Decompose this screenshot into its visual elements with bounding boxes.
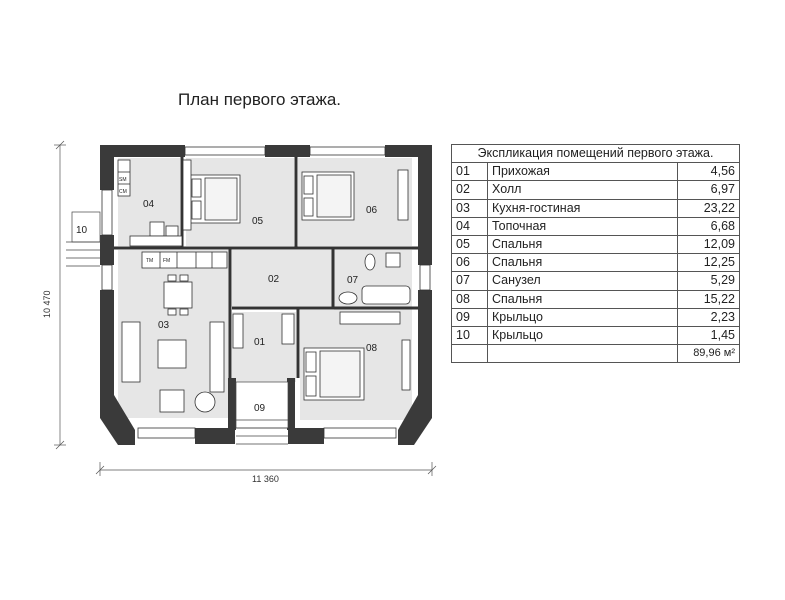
room-label-03: 03 (158, 320, 170, 331)
room-number: 01 (451, 162, 488, 182)
room-number: 08 (451, 289, 488, 309)
room-name: Кухня-гостиная (487, 198, 678, 218)
room-label-07: 07 (347, 275, 359, 286)
room-number: 02 (451, 180, 488, 200)
room-area: 6,97 (677, 180, 740, 200)
room-label-10: 10 (76, 225, 88, 236)
bed-05 (182, 159, 241, 231)
porch-09 (235, 381, 289, 445)
table-row: 10 Крыльцо 1,45 (451, 325, 740, 346)
outer-walls (100, 145, 432, 445)
room-number: 07 (451, 271, 488, 291)
page-title: План первого этажа. (178, 90, 342, 109)
room-name: Спальня (487, 289, 678, 309)
bed-08 (303, 311, 411, 401)
room-label-02: 02 (268, 274, 280, 285)
total-area: 89,96 м² (677, 344, 740, 364)
appliance-fm-label: FM (163, 258, 170, 264)
room-name: Крыльцо (487, 325, 678, 346)
room-label-08: 08 (366, 343, 378, 354)
room-area: 6,68 (677, 216, 740, 236)
room-number: 09 (451, 307, 488, 327)
table-row: 07 Санузел 5,29 (451, 271, 740, 291)
table-row: 09 Крыльцо 2,23 (451, 307, 740, 327)
room-area: 4,56 (677, 162, 740, 182)
room-area: 5,29 (677, 271, 740, 291)
table-row: 01 Прихожая 4,56 (451, 162, 740, 182)
boiler-equipment (117, 159, 183, 247)
total-empty-cell (487, 344, 678, 364)
total-empty-cell (451, 344, 488, 364)
explication-table: Экспликация помещений первого этажа. 01 … (451, 143, 740, 364)
table-row: 02 Холл 6,97 (451, 180, 740, 200)
room-area: 23,22 (677, 198, 740, 218)
bathroom-fixtures (338, 252, 411, 305)
bed-06 (301, 169, 409, 221)
room-label-04: 04 (143, 199, 155, 210)
room-area: 15,22 (677, 289, 740, 309)
room-name: Спальня (487, 253, 678, 273)
room-number: 10 (451, 325, 488, 346)
entrance-closet (232, 313, 295, 349)
dimension-lines (54, 140, 437, 476)
room-area: 2,23 (677, 307, 740, 327)
height-dimension: 10 470 (42, 290, 52, 318)
inner-walls (114, 157, 418, 378)
room-number: 03 (451, 198, 488, 218)
appliance-sm-label: SM (119, 177, 127, 183)
room-area: 1,45 (677, 325, 740, 346)
table-row: 05 Спальня 12,09 (451, 234, 740, 255)
room-name: Спальня (487, 234, 678, 255)
room-name: Топочная (487, 216, 678, 236)
room-label-05: 05 (252, 216, 264, 227)
room-area: 12,25 (677, 253, 740, 273)
room-number: 05 (451, 234, 488, 255)
appliance-tm-label: TM (146, 258, 153, 264)
explication-total-row: 89,96 м² (451, 344, 740, 364)
porch-10 (66, 211, 101, 267)
table-row: 08 Спальня 15,22 (451, 289, 740, 309)
room-label-06: 06 (366, 205, 378, 216)
width-dimension: 11 360 (252, 474, 279, 484)
appliance-cm-label: CM (119, 189, 127, 195)
room-label-01: 01 (254, 337, 266, 348)
table-row: 03 Кухня-гостиная 23,22 (451, 198, 740, 218)
room-label-09: 09 (254, 403, 266, 414)
explication-header-row: Экспликация помещений первого этажа. (451, 143, 740, 164)
living-furniture (121, 251, 228, 413)
room-number: 04 (451, 216, 488, 236)
explication-header: Экспликация помещений первого этажа. (451, 143, 740, 164)
room-name: Крыльцо (487, 307, 678, 327)
room-area: 12,09 (677, 234, 740, 255)
room-number: 06 (451, 253, 488, 273)
room-name: Санузел (487, 271, 678, 291)
table-row: 04 Топочная 6,68 (451, 216, 740, 236)
table-row: 06 Спальня 12,25 (451, 253, 740, 273)
room-name: Прихожая (487, 162, 678, 182)
room-name: Холл (487, 180, 678, 200)
windows (101, 146, 431, 439)
